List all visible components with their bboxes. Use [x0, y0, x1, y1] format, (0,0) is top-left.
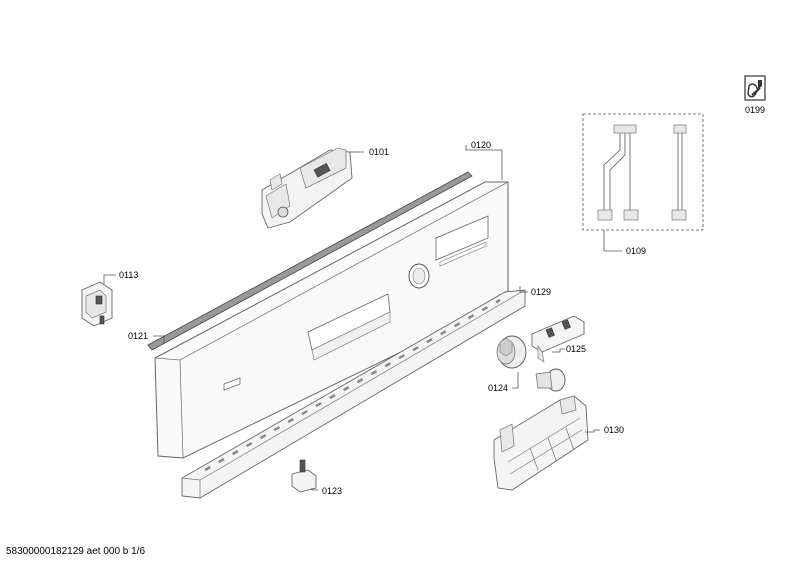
part-label-0109: 0109 — [626, 246, 646, 256]
document-footer-id: 58300000182129 aet 000 b 1/6 — [6, 546, 146, 557]
leader-0121 — [153, 335, 165, 344]
leader-0124 — [512, 372, 519, 389]
part-label-0101: 0101 — [369, 147, 389, 157]
part-0130-support-bracket — [493, 395, 589, 491]
leader-0120 — [465, 145, 503, 180]
leader-0123 — [311, 488, 318, 491]
leader-0109 — [603, 230, 622, 252]
part-0124-knob — [496, 335, 566, 392]
part-0109-wire-harness-box — [582, 113, 704, 231]
part-0101-control-module — [261, 147, 353, 229]
part-label-0120: 0120 — [471, 140, 491, 150]
part-0120-control-panel — [154, 181, 509, 459]
part-0125-connector-clip — [531, 315, 585, 363]
part-0123-clip — [291, 459, 317, 493]
leader-0130 — [585, 429, 600, 433]
leader-0113 — [103, 274, 116, 284]
part-label-0121: 0121 — [128, 331, 148, 341]
part-label-0113: 0113 — [119, 270, 138, 280]
tool-icon-code: 0199 — [745, 105, 765, 115]
part-0109-wire-harness — [597, 124, 687, 221]
part-0113-bracket — [81, 281, 113, 327]
part-label-0123: 0123 — [322, 486, 342, 496]
tool-icon — [744, 75, 766, 101]
leader-0129 — [519, 286, 528, 293]
part-0121-seal-strip — [147, 171, 473, 351]
part-label-0130: 0130 — [604, 425, 624, 435]
leader-0125 — [552, 348, 565, 353]
part-label-0125: 0125 — [566, 344, 586, 354]
part-label-0124: 0124 — [488, 383, 508, 393]
part-0129-trim-rail — [181, 289, 526, 499]
part-label-0129: 0129 — [531, 287, 551, 297]
